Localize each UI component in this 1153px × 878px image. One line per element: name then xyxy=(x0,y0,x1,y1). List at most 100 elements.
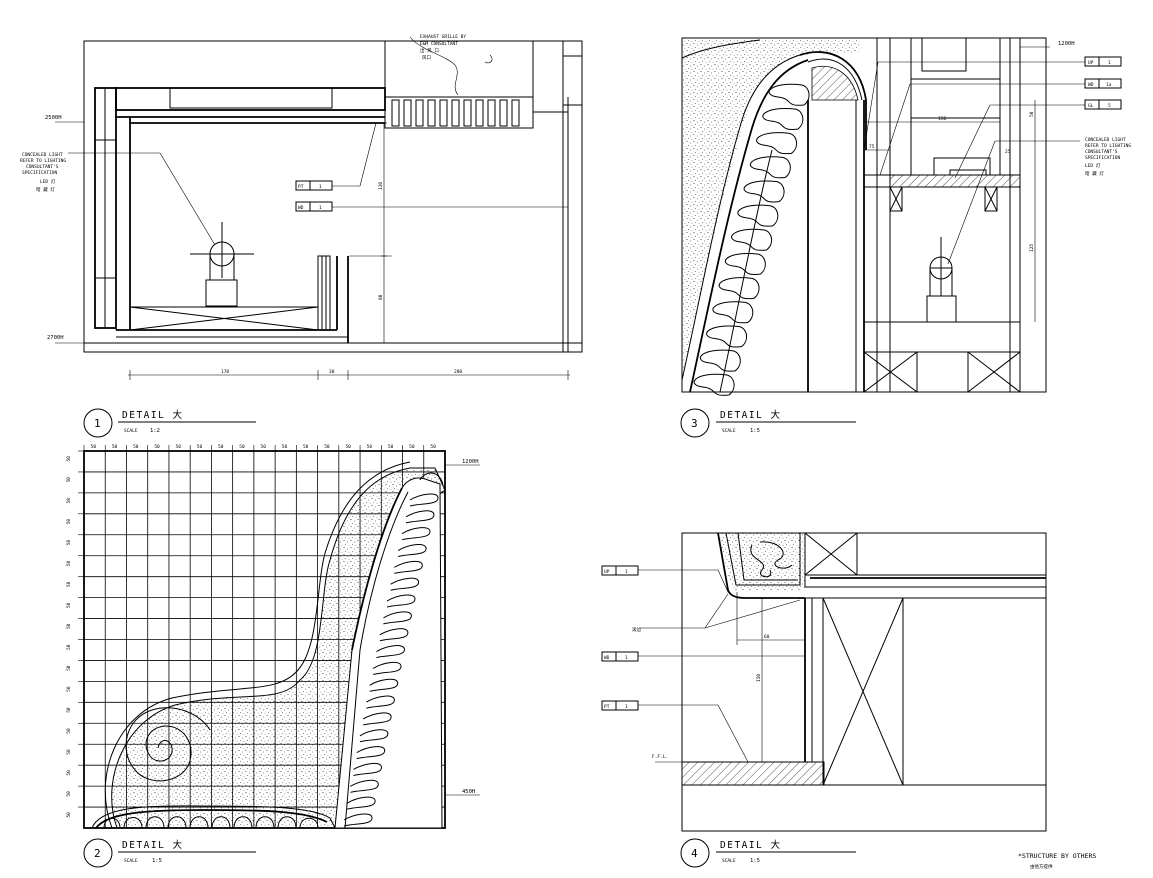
level-1200h: 1200H xyxy=(462,459,479,465)
svg-text:75: 75 xyxy=(869,144,875,150)
level-2500h: 2500H xyxy=(45,115,62,121)
svg-text:SCALE: SCALE xyxy=(124,858,138,864)
grid-row-label: 50 xyxy=(66,728,72,734)
grid-row-label: 50 xyxy=(66,519,72,525)
spring-loop xyxy=(731,228,772,251)
spring-loop xyxy=(350,779,379,793)
spring-loop xyxy=(362,712,392,726)
grid-col-label: 50 xyxy=(430,444,436,450)
grid-col-label: 50 xyxy=(303,444,309,450)
svg-text:1: 1 xyxy=(625,569,628,575)
spring-loop xyxy=(376,645,405,659)
structure-note-cn: 由他方提供 xyxy=(1030,863,1053,870)
detail-4-title: 4 DETAIL 大 SCALE 1:5 *STRUCTURE BY OTHER… xyxy=(680,838,1096,870)
detail-1-drawing xyxy=(55,36,583,380)
svg-text:CONSULTANT'S: CONSULTANT'S xyxy=(26,164,59,170)
grid-col-label: 50 xyxy=(282,444,288,450)
spring-loop xyxy=(737,204,779,227)
svg-text:E&M CONSULTANT: E&M CONSULTANT xyxy=(420,41,458,47)
detail-1-labels: 2500H 2700H CONCEALED LIGHT REFER TO LIG… xyxy=(20,34,466,375)
svg-text:1:5: 1:5 xyxy=(750,858,760,864)
detail-2-spring-loops xyxy=(343,493,439,827)
spring-loop xyxy=(343,813,373,827)
svg-text:50: 50 xyxy=(1029,111,1035,117)
svg-text:LED 灯: LED 灯 xyxy=(40,178,56,185)
spring-loop xyxy=(693,373,735,396)
spring-loop xyxy=(356,746,386,760)
grid-row-label: 50 xyxy=(66,456,72,462)
spring-loop xyxy=(409,493,439,507)
detail-4-labels: UP 1 WD 1 PT 1 滚边 F.F.L. 60 150 xyxy=(604,569,770,760)
svg-text:25: 25 xyxy=(1005,149,1011,155)
grid-row-label: 50 xyxy=(66,770,72,776)
svg-text:UP: UP xyxy=(1088,60,1094,66)
svg-text:暗 藏 灯: 暗 藏 灯 xyxy=(36,186,55,193)
spring-loop xyxy=(346,796,376,810)
svg-text:150: 150 xyxy=(756,674,762,682)
grid-col-label: 50 xyxy=(324,444,330,450)
svg-text:5: 5 xyxy=(1108,103,1111,109)
svg-text:WD: WD xyxy=(1088,82,1094,88)
grid-col-label: 50 xyxy=(345,444,351,450)
grid-row-label: 50 xyxy=(66,791,72,797)
detail-2-drawing xyxy=(78,445,480,829)
grid-row-label: 50 xyxy=(66,498,72,504)
detail-4-drawing xyxy=(601,532,1047,832)
detail-3-spring-loops xyxy=(693,83,810,396)
grid-row-label: 50 xyxy=(66,623,72,629)
svg-text:CONCEALED LIGHT: CONCEALED LIGHT xyxy=(1085,137,1126,143)
svg-text:1: 1 xyxy=(319,184,322,190)
grid-col-label: 50 xyxy=(91,444,97,450)
spring-loop xyxy=(353,762,382,776)
detail-1-title: 1 DETAIL 大 SCALE 1:2 xyxy=(83,408,256,438)
grid-row-label: 50 xyxy=(66,812,72,818)
svg-text:30: 30 xyxy=(329,369,335,375)
svg-text:1:5: 1:5 xyxy=(750,428,760,434)
svg-text:CONCEALED LIGHT: CONCEALED LIGHT xyxy=(22,152,63,158)
detail-4-heading: DETAIL 大 xyxy=(720,839,782,851)
detail-2-title: 2 DETAIL 大 SCALE 1:5 xyxy=(83,838,256,868)
svg-text:80: 80 xyxy=(378,294,384,300)
detail-1-number: 1 xyxy=(94,417,101,430)
spring-loop xyxy=(394,560,423,574)
detail-4-number: 4 xyxy=(691,847,698,860)
svg-text:1:2: 1:2 xyxy=(150,428,160,434)
svg-text:WD: WD xyxy=(604,655,610,661)
svg-text:120: 120 xyxy=(378,182,384,190)
grid-row-label: 50 xyxy=(66,581,72,587)
svg-text:UP: UP xyxy=(604,569,610,575)
svg-text:风口: 风口 xyxy=(422,55,431,61)
grid-col-label: 50 xyxy=(261,444,267,450)
svg-text:SCALE: SCALE xyxy=(124,428,138,434)
grid-col-label: 50 xyxy=(133,444,139,450)
level-ffl: F.F.L. xyxy=(652,754,668,760)
grid-row-label: 50 xyxy=(66,749,72,755)
svg-text:SCALE: SCALE xyxy=(722,858,736,864)
spring-loop xyxy=(706,325,747,348)
svg-text:280: 280 xyxy=(454,369,462,375)
svg-text:1: 1 xyxy=(319,205,322,211)
svg-text:出 风 口: 出 风 口 xyxy=(420,47,439,54)
svg-text:REFER TO LIGHTING: REFER TO LIGHTING xyxy=(20,158,66,164)
detail-1-grille xyxy=(391,99,520,127)
detail-3-title: 3 DETAIL 大 SCALE 1:5 xyxy=(680,408,856,438)
svg-text:EXHAUST GRILLE BY: EXHAUST GRILLE BY xyxy=(420,34,466,40)
grid-col-label: 50 xyxy=(218,444,224,450)
detail-3-drawing xyxy=(681,37,1122,396)
spring-loop xyxy=(718,277,760,300)
svg-text:60: 60 xyxy=(764,634,770,640)
grid-row-label: 50 xyxy=(66,540,72,546)
svg-text:WD: WD xyxy=(298,205,304,211)
detail-4-callout: 滚边 xyxy=(632,626,641,633)
detail-2-number: 2 xyxy=(94,847,101,860)
spring-loop xyxy=(372,661,402,675)
svg-text:1: 1 xyxy=(625,704,628,710)
grid-row-label: 50 xyxy=(66,644,72,650)
spring-loop xyxy=(397,544,427,558)
grid-row-label: 50 xyxy=(66,707,72,713)
svg-text:SCALE: SCALE xyxy=(722,428,736,434)
spring-loop xyxy=(699,349,741,372)
spring-loop xyxy=(712,301,754,324)
svg-text:1a: 1a xyxy=(1106,82,1112,88)
level-450h: 450H xyxy=(462,789,475,795)
